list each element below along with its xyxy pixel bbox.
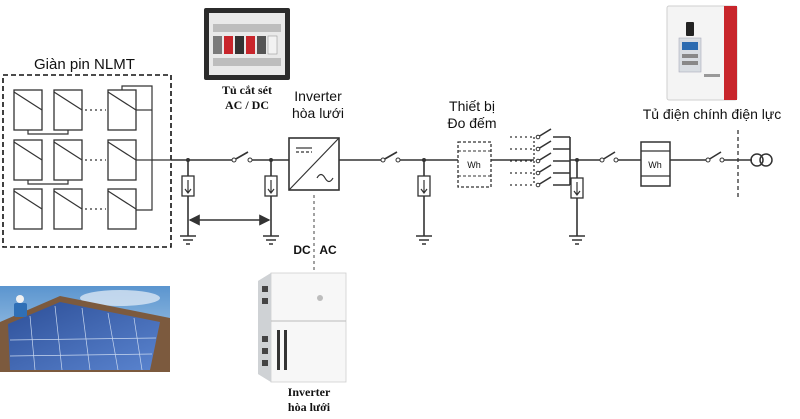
disconnect-switch-icon — [535, 140, 570, 152]
pv-module-icon — [13, 139, 43, 181]
pv-array-label: Giàn pin NLMT — [34, 56, 135, 73]
pv-module-icon — [53, 188, 83, 230]
disconnect-switch-icon — [535, 176, 570, 188]
transformer-icon — [750, 153, 773, 167]
worker-figure — [14, 295, 27, 317]
ground-icon — [569, 235, 585, 245]
meter-label-2: Đo đếm — [447, 115, 496, 131]
rooftop-solar-photo — [0, 286, 170, 372]
pv-module-icon — [13, 188, 43, 230]
surge-arrester-4 — [569, 160, 585, 245]
main-panel-meter — [640, 141, 671, 187]
main-panel-label: Tủ điện chính điện lực — [643, 106, 782, 122]
surge-arrester-3 — [416, 160, 432, 245]
meter-wh-label: Wh — [467, 160, 481, 170]
inverter-image — [258, 272, 347, 383]
branch-switches — [510, 128, 571, 188]
ground-icon — [263, 235, 279, 245]
disconnect-switch-icon — [231, 151, 253, 163]
disconnect-switch-icon — [599, 151, 619, 163]
inverter-label-2: hòa lưới — [292, 105, 344, 121]
pv-module-icon — [13, 89, 43, 131]
disconnect-switch-icon — [535, 164, 570, 176]
surge-arrester-1 — [180, 160, 196, 245]
surge-arrester-icon — [264, 175, 278, 197]
surge-arrester-2 — [263, 160, 279, 245]
surge-cabinet-label: Tủ cắt sét — [222, 83, 272, 97]
meter-device — [457, 141, 492, 188]
main-panel-wh-label: Wh — [648, 160, 662, 170]
pv-array-frame — [2, 74, 172, 248]
ground-icon — [416, 235, 432, 245]
meter-label: Thiết bị — [449, 98, 495, 114]
surge-arrester-icon — [181, 175, 195, 197]
inverter-photo-label: Inverter — [288, 385, 331, 399]
surge-cabinet-image — [204, 8, 290, 80]
surge-arrester-icon — [417, 175, 431, 197]
module-dotted-links — [85, 109, 106, 210]
disconnect-switch-icon — [705, 151, 725, 163]
ground-icon — [180, 235, 196, 245]
pv-module-icon — [53, 89, 83, 131]
disconnect-switch-icon — [380, 151, 401, 163]
surge-cabinet-label-2: AC / DC — [225, 98, 269, 112]
surge-arrester-icon — [570, 177, 584, 199]
ac-label: AC — [319, 243, 337, 257]
disconnect-switch-icon — [535, 152, 570, 164]
inverter-symbol-icon — [288, 137, 340, 191]
pv-module-icon — [107, 89, 137, 131]
pv-array: Giàn pin NLMT — [2, 56, 172, 248]
inverter-label: Inverter — [294, 88, 342, 104]
array-wiring — [27, 85, 171, 211]
inverter-photo-label-2: hòa lưới — [288, 400, 331, 414]
dc-label: DC — [293, 243, 311, 257]
disconnect-switch-icon — [535, 128, 570, 140]
pv-module-icon — [53, 139, 83, 181]
pv-module-icon — [107, 139, 137, 181]
pv-module-icon — [107, 188, 137, 230]
main-panel-cabinet-image — [666, 5, 738, 101]
